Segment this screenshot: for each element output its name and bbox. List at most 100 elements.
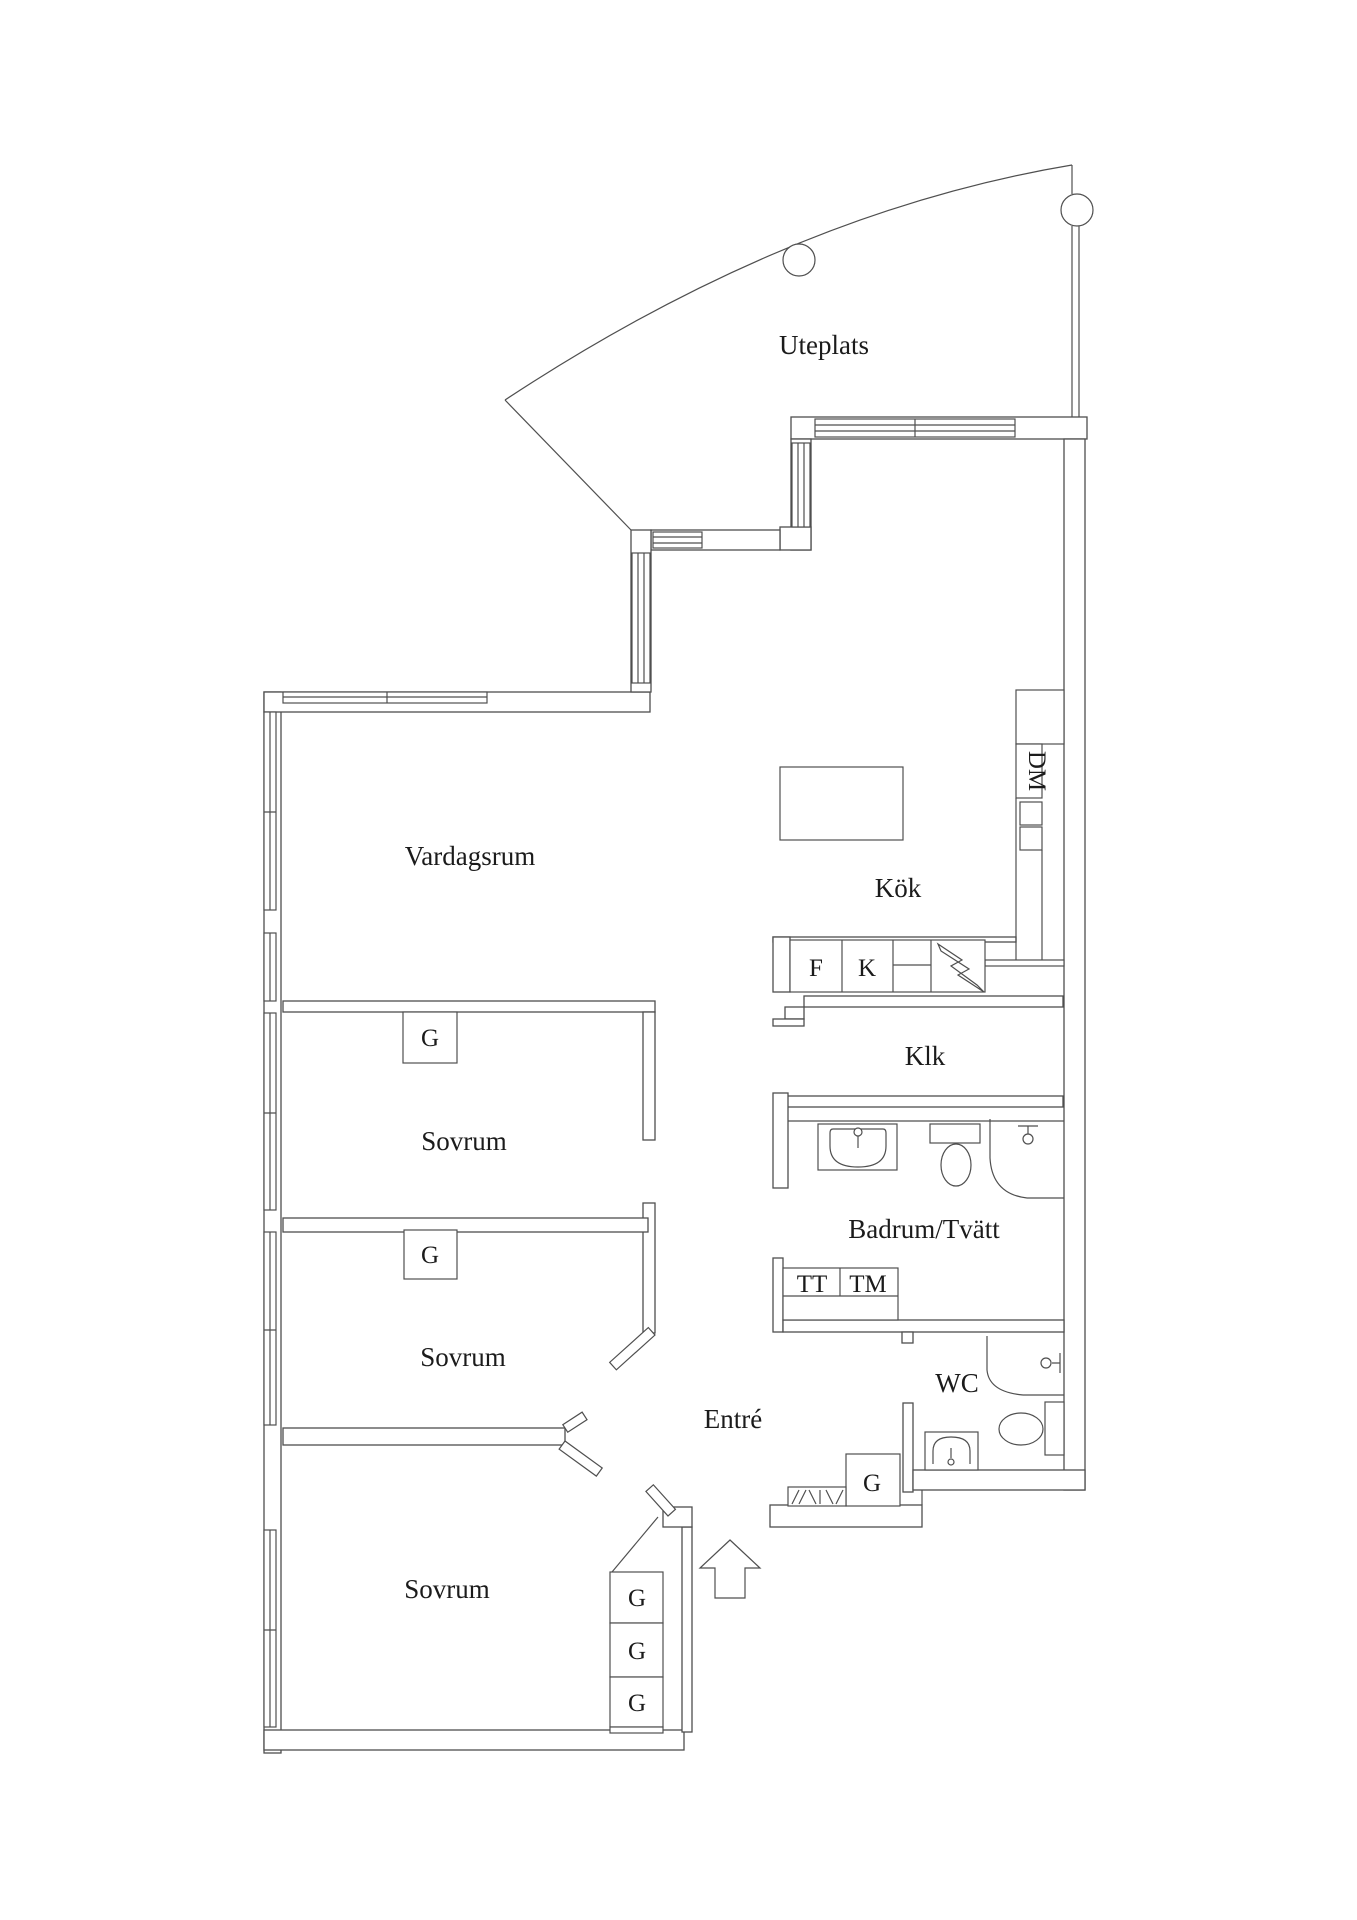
label-dryer: TT	[797, 1271, 828, 1298]
door-cap-sovrum2	[561, 1411, 588, 1434]
label-wardrobe-sovrum1: G	[421, 1025, 439, 1052]
patio-curved-edge	[504, 164, 1073, 401]
counter-cap	[984, 959, 1065, 967]
closet-sovrum3-2	[609, 1622, 664, 1678]
room-label-kok: Kök	[875, 873, 922, 903]
toilet-bowl-icon	[940, 1143, 972, 1187]
wall-wc-stub	[901, 1331, 914, 1344]
label-wardrobe-sovrum3-2: G	[628, 1638, 646, 1665]
room-vardagsrum: Vardagsrum	[405, 841, 535, 871]
wall-hall-east	[681, 1526, 693, 1733]
wall-klk-step1	[784, 1006, 805, 1020]
shower-faucet-icon	[1018, 1125, 1038, 1134]
wall-badrum-west	[772, 1092, 789, 1189]
window-kitchen-west-lower	[631, 552, 651, 684]
room-wc: WC	[924, 1336, 1065, 1471]
toilet-tank	[929, 1123, 981, 1144]
kitchen-cabinet-top	[1015, 689, 1065, 745]
window-kitchen-step	[652, 531, 703, 549]
closet-sovrum3-base	[609, 1726, 664, 1734]
wall-klk-step2	[772, 1018, 805, 1027]
room-label-klk: Klk	[905, 1041, 946, 1071]
room-klk: Klk	[905, 1041, 946, 1071]
kitchen-fittings: DM F K Kök	[779, 689, 1065, 993]
patio-post-right	[1060, 193, 1094, 227]
window-kitchen-west-upper	[791, 442, 811, 528]
label-wardrobe-sovrum3-1: G	[628, 1585, 646, 1612]
counter-edge	[1015, 798, 1043, 960]
patio-post-left	[782, 243, 816, 277]
window-detail	[264, 1530, 276, 1727]
electrical-bolt-icon	[936, 942, 985, 993]
room-sovrum-2: G Sovrum	[403, 1229, 656, 1434]
windows	[263, 418, 1016, 1728]
wall-wc-west	[902, 1402, 914, 1493]
coat-rack-hatch	[791, 1489, 844, 1505]
wc-shower-partition	[986, 1336, 1064, 1396]
room-sovrum-3: G G G Sovrum	[404, 1440, 664, 1734]
wall-east	[1063, 438, 1086, 1491]
label-dishwasher: DM	[1023, 751, 1050, 791]
window-detail	[264, 1013, 276, 1210]
closet-sovrum1	[402, 1011, 458, 1064]
laundry-dividers	[783, 1268, 898, 1297]
window-detail	[815, 419, 1015, 437]
appliance-dividers	[841, 940, 932, 992]
label-freezer: F	[809, 955, 823, 982]
label-washer: TM	[849, 1271, 887, 1298]
wc-faucet-icon	[1052, 1353, 1061, 1373]
label-wardrobe-entre: G	[863, 1470, 881, 1497]
appliance-row	[789, 939, 986, 993]
stove-module-2	[1019, 826, 1043, 851]
room-label-wc: WC	[935, 1368, 979, 1398]
area-uteplats: Uteplats	[504, 164, 1094, 531]
window-detail	[264, 712, 276, 910]
wall-badrum-bottom	[782, 1319, 1065, 1333]
patio-railing	[1071, 226, 1080, 417]
window-detail	[653, 536, 702, 544]
window-detail	[797, 443, 805, 527]
label-wardrobe-sovrum3-3: G	[628, 1690, 646, 1717]
coat-rack	[787, 1486, 847, 1507]
wall-south	[263, 1729, 685, 1751]
shower-partition	[989, 1119, 1064, 1199]
room-label-sovrum3: Sovrum	[404, 1574, 490, 1604]
wc-sink-faucet-icon	[947, 1458, 955, 1466]
sink-faucet-icon	[853, 1127, 863, 1137]
room-label-badrum: Badrum/Tvätt	[848, 1214, 1000, 1244]
closet-sovrum2	[403, 1229, 458, 1280]
window-detail	[264, 1232, 276, 1425]
wall-livingroom-bedroom1	[282, 1000, 656, 1013]
wall-badrum-west-lower	[772, 1257, 784, 1333]
wc-sink-bowl-icon	[932, 1436, 971, 1464]
wall-bedroom2-bedroom3	[282, 1427, 566, 1446]
room-sovrum-1: G Sovrum	[402, 1011, 507, 1156]
room-badrum: TT TM Badrum/Tvätt	[782, 1119, 1064, 1321]
room-entre: G Entré	[645, 1404, 901, 1599]
closet-sovrum3-1	[609, 1571, 664, 1624]
wall-wc-bottom	[912, 1469, 1086, 1491]
label-wardrobe-sovrum2: G	[421, 1242, 439, 1269]
wall-bedroom1-bedroom2	[282, 1217, 649, 1233]
shower-drop-icon	[1022, 1133, 1034, 1145]
front-door-leaf	[645, 1483, 677, 1517]
wall-entre-bottom	[769, 1504, 923, 1528]
entrance-arrow-icon	[698, 1539, 762, 1599]
patio-diagonal-edge	[504, 399, 632, 531]
window-detail	[637, 553, 645, 683]
wc-toilet-bowl-icon	[998, 1412, 1044, 1446]
wall-klk-top	[803, 995, 1064, 1008]
closet-diagonal-partition	[611, 1516, 659, 1573]
wall-klk-bottom	[782, 1095, 1064, 1108]
window-detail	[283, 692, 487, 703]
room-label-sovrum1: Sovrum	[421, 1126, 507, 1156]
sink-bowl-icon	[829, 1128, 887, 1168]
wall-kitchen-stub	[772, 936, 791, 993]
exterior-walls	[263, 416, 1088, 1754]
wc-toilet-tank	[1044, 1401, 1065, 1456]
door-leaf-sovrum3	[558, 1440, 604, 1477]
wall-corner-block	[779, 526, 812, 551]
stove-module-1	[1019, 801, 1043, 826]
